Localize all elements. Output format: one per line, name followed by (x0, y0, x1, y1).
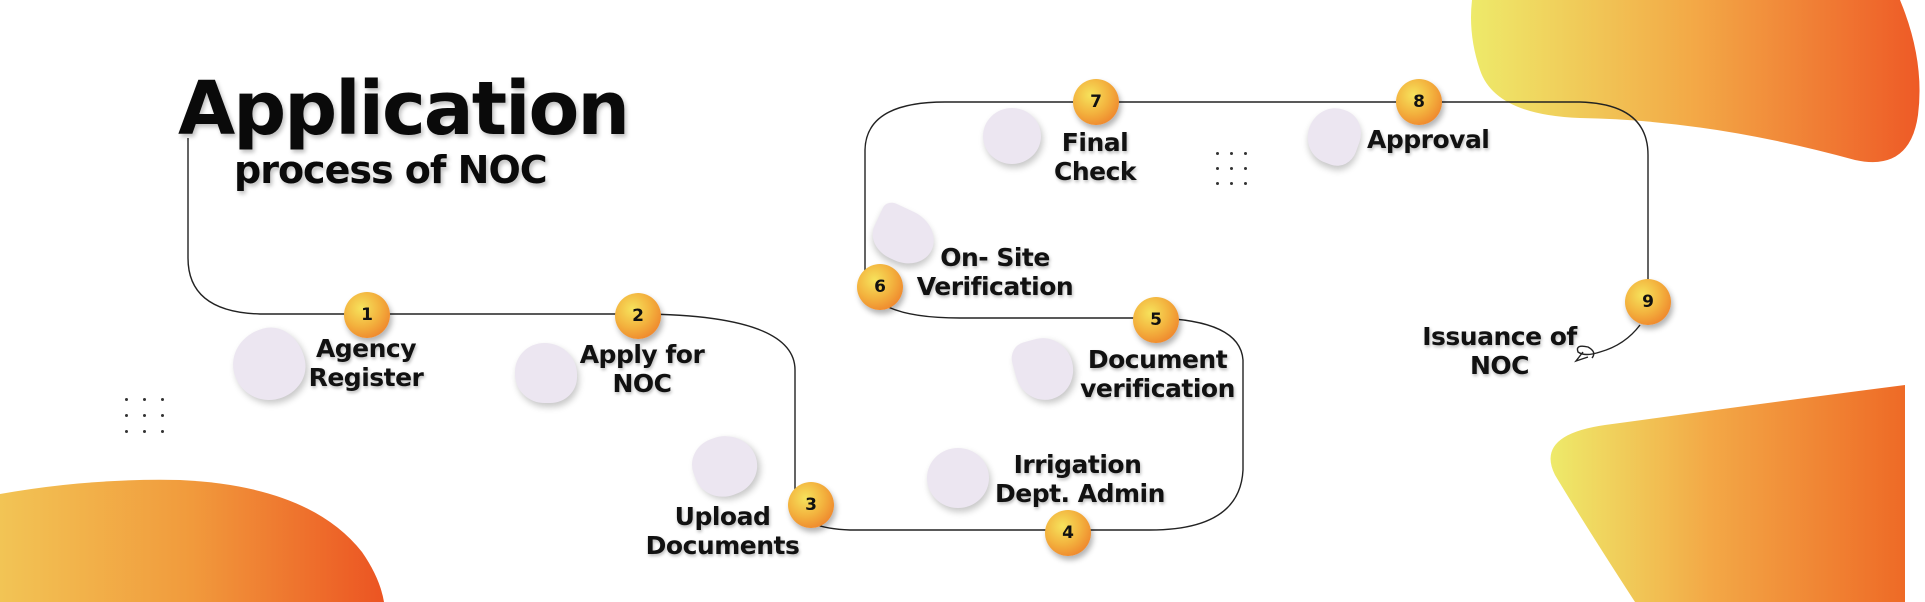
step-1-node: 1 (344, 292, 390, 338)
step-2-blob (515, 343, 577, 403)
step-2-node: 2 (615, 293, 661, 339)
step-9-label: Issuance of NOC (1422, 322, 1577, 380)
step-8-node: 8 (1396, 79, 1442, 125)
step-4-label: Irrigation Dept. Admin (995, 450, 1165, 508)
step-7-node: 7 (1073, 79, 1119, 125)
top-right-gradient-shape (1471, 0, 1920, 163)
step-3-node: 3 (788, 482, 834, 528)
page-title: Application (178, 66, 630, 152)
step-6-label: On- Site Verification (916, 243, 1074, 301)
step-7-blob (983, 108, 1041, 164)
bottom-right-gradient-shape (1550, 385, 1905, 602)
dot-grid-top (1216, 152, 1247, 185)
step-4-node: 4 (1045, 510, 1091, 556)
page-subtitle: process of NOC (234, 148, 548, 192)
step-7-label: Final Check (1053, 128, 1137, 186)
curly-arrow (1576, 324, 1641, 359)
step-5-node: 5 (1133, 297, 1179, 343)
step-2-label: Apply for NOC (579, 340, 705, 398)
step-4-blob (927, 448, 989, 508)
dot-grid-left (125, 398, 164, 433)
step-6-node: 6 (857, 264, 903, 310)
step-1-label: Agency Register (308, 334, 424, 392)
step-3-label: Upload Documents (645, 502, 800, 560)
step-5-label: Document verification (1080, 345, 1235, 403)
step-9-node: 9 (1625, 279, 1671, 325)
step-8-label: Approval (1367, 125, 1490, 154)
bottom-left-gradient-shape (0, 479, 384, 602)
